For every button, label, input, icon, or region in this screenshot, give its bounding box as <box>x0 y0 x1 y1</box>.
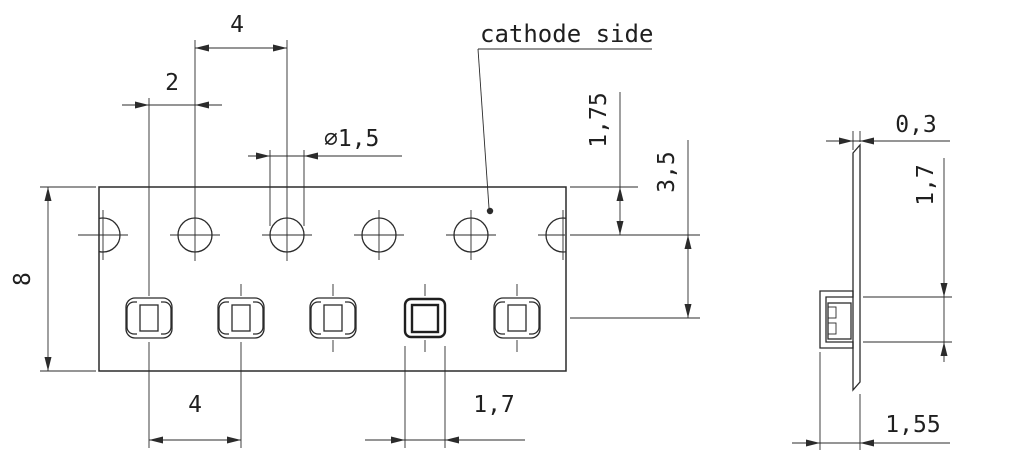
dim-text: ⌀1,5 <box>324 126 379 152</box>
dim-hole-diameter: ⌀1,5 <box>248 126 402 226</box>
dim-text: 2 <box>165 70 179 96</box>
dim-hole-pocket-offset: 2 <box>122 70 222 296</box>
dim-pocket-inner-depth: 1,7 <box>863 158 952 362</box>
component-pockets <box>125 284 541 352</box>
dim-tape-width: 8 <box>10 186 96 372</box>
pocket <box>493 297 541 339</box>
arrowhead <box>940 283 948 297</box>
arrowhead <box>304 152 318 160</box>
dim-text: 3,5 <box>654 151 680 193</box>
arrowhead <box>195 44 209 52</box>
cathode-callout: cathode side <box>477 20 653 215</box>
dim-text: 1,75 <box>586 92 612 147</box>
arrowhead <box>227 436 241 444</box>
dim-text: 4 <box>188 392 202 418</box>
pocket-centerlines <box>240 284 518 352</box>
pocket <box>217 297 265 339</box>
arrowhead <box>616 221 624 235</box>
leader-dot <box>486 207 494 215</box>
arrowhead <box>195 101 209 109</box>
arrowhead <box>135 101 149 109</box>
arrowhead <box>684 235 692 249</box>
dim-overall-thickness: 1,55 <box>792 352 950 450</box>
sprocket-holes <box>78 210 566 260</box>
dim-text: 1,55 <box>885 412 940 438</box>
dim-hole-to-pocket-center: 3,5 <box>570 140 700 319</box>
pocket-highlighted <box>403 297 447 339</box>
arrowhead <box>44 187 52 201</box>
dim-text: 8 <box>10 272 36 286</box>
leader-line <box>477 48 490 209</box>
arrowhead <box>839 137 853 145</box>
dim-text: 1,7 <box>473 392 515 418</box>
side-view: 0,3 1,7 1,55 <box>792 112 952 450</box>
dim-hole-center-from-edge: 1,75 <box>570 92 700 236</box>
arrowhead <box>149 436 163 444</box>
arrowhead <box>44 357 52 371</box>
arrowhead <box>860 137 874 145</box>
dim-text: 1,7 <box>913 164 939 206</box>
electrode-pad <box>827 322 837 335</box>
pocket <box>125 297 173 339</box>
arrowhead <box>445 436 459 444</box>
cathode-label: cathode side <box>480 20 653 48</box>
arrowhead <box>684 304 692 318</box>
tape-section <box>852 143 861 392</box>
hole-centerlines <box>78 210 565 260</box>
dim-pocket-width: 1,7 <box>365 346 525 448</box>
pocket-section <box>819 290 854 349</box>
dim-pocket-pitch: 4 <box>148 342 242 448</box>
front-view: 4 2 ⌀1,5 cathode side <box>10 12 700 448</box>
dim-tape-thickness: 0,3 <box>826 112 950 150</box>
pocket <box>309 297 357 339</box>
arrowhead <box>806 439 820 447</box>
arrowhead <box>391 436 405 444</box>
electrode-pad <box>827 306 837 319</box>
arrowhead <box>616 187 624 201</box>
dim-text: 4 <box>230 12 244 38</box>
dim-hole-pitch: 4 <box>194 12 288 261</box>
component-section <box>827 302 852 340</box>
arrowhead <box>256 152 270 160</box>
arrowhead <box>860 439 874 447</box>
arrowhead <box>940 342 948 356</box>
tape-outline <box>98 186 567 372</box>
arrowhead <box>273 44 287 52</box>
dim-text: 0,3 <box>895 112 937 138</box>
